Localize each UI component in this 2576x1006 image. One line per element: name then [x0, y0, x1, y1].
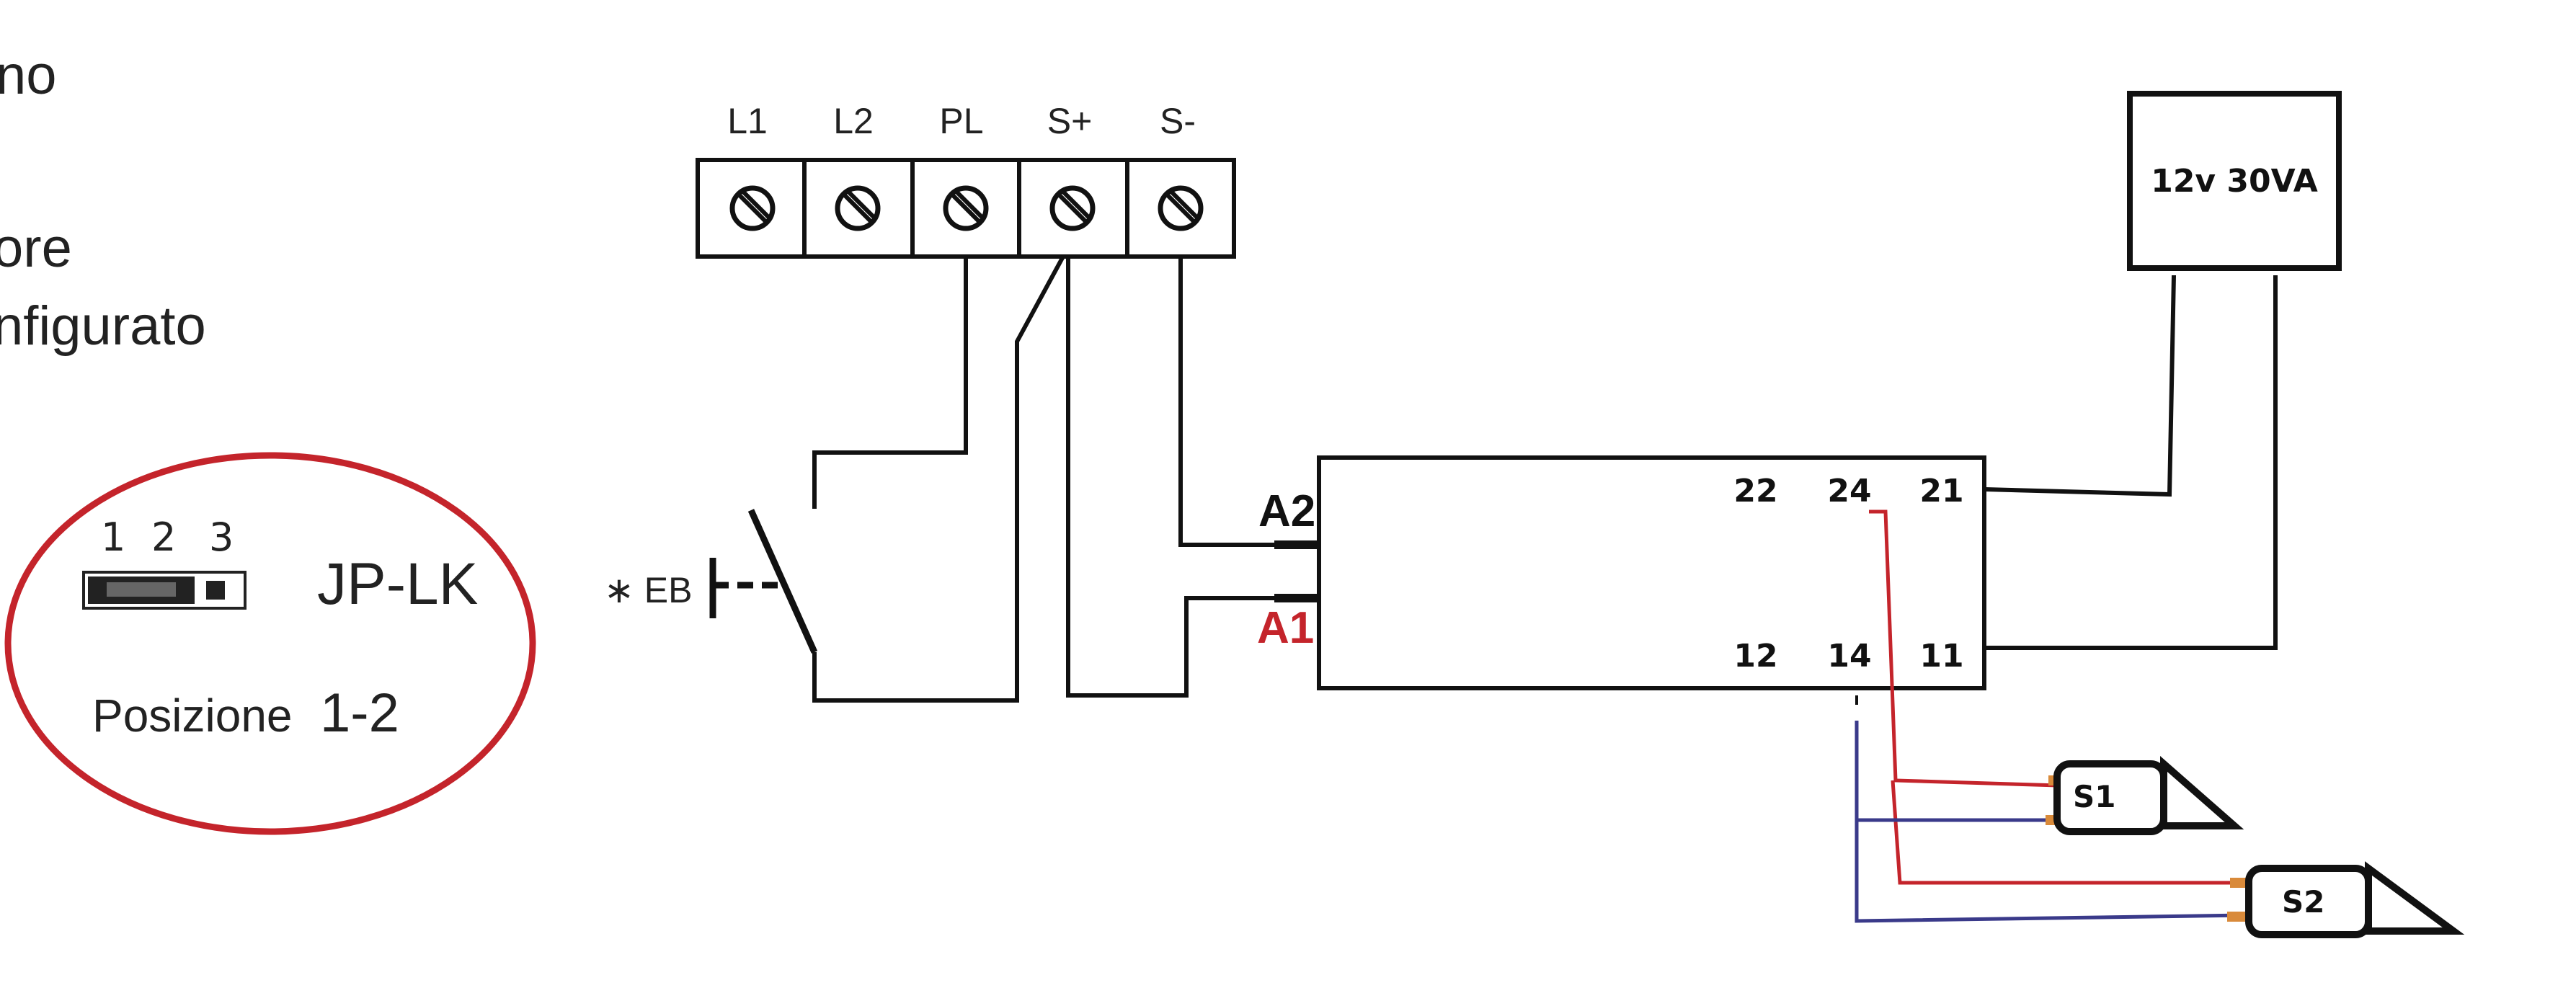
left-text-line-2: ore	[0, 218, 72, 279]
terminal-label-s-plus: S+	[1047, 101, 1093, 141]
sensor-s1: S1	[2046, 755, 2244, 835]
jumper-pin-2: 2	[151, 515, 176, 560]
switch-eb: ∗ EB	[604, 509, 818, 654]
transformer-label: 12v 30VA	[2151, 163, 2318, 200]
jumper-cap-highlight	[107, 582, 176, 597]
wire-s-minus-a2	[1178, 257, 1276, 547]
jumper-position-label: Posizione	[92, 690, 293, 742]
switch-contact-arm	[747, 509, 818, 654]
terminal-label-pl: PL	[939, 101, 983, 141]
screw-icon-pl	[943, 185, 989, 231]
jumper-position-value: 1-2	[320, 682, 399, 744]
relay: A2 A1 22 24 21 12 14 11	[1257, 455, 1986, 690]
relay-contact-12: 12	[1733, 638, 1777, 675]
screw-icon-s-minus	[1158, 185, 1204, 231]
terminal-block: L1 L2 PL S+ S-	[696, 101, 1236, 259]
terminal-label-s-minus: S-	[1160, 101, 1196, 141]
red-wires	[1869, 509, 2246, 885]
sensor-s1-tip	[2160, 755, 2244, 829]
left-text-line-1: no	[0, 45, 57, 106]
wire-14-s2	[1855, 721, 2247, 923]
wire-24-s1	[1869, 509, 2059, 788]
relay-contact-24: 24	[1827, 473, 1871, 509]
sensor-s1-label: S1	[2073, 779, 2115, 814]
relay-coil-a1: A1	[1257, 603, 1314, 653]
relay-contact-22: 22	[1733, 473, 1777, 509]
highlight-ellipse	[4, 452, 536, 835]
wire-transformer-2	[1984, 275, 2278, 650]
left-text: no ore nfigurato	[0, 45, 206, 357]
wire-24-s2	[1891, 780, 2246, 885]
terminal-label-l1: L1	[727, 101, 768, 141]
sensor-s2-tip	[2365, 861, 2465, 935]
relay-body	[1317, 455, 1986, 690]
jumper-name: JP-LK	[317, 551, 478, 617]
relay-contact-11: 11	[1919, 638, 1963, 675]
transformer-box	[2127, 91, 2342, 271]
jumper-pin-3-marker	[206, 581, 225, 600]
terminal-label-l2: L2	[833, 101, 874, 141]
relay-coil-a2: A2	[1258, 486, 1315, 536]
screw-icon-l2	[835, 185, 881, 231]
transformer: 12v 30VA	[2127, 91, 2342, 271]
screw-icon-l1	[729, 185, 776, 231]
screw-icon-s-plus	[1049, 185, 1096, 231]
relay-contact-21: 21	[1919, 473, 1963, 509]
jumper-callout: 1 2 3 JP-LK Posizione 1-2	[4, 452, 536, 835]
relay-contact-14: 14	[1827, 638, 1871, 675]
jumper-pin-1: 1	[101, 515, 125, 560]
jumper-pin-3: 3	[209, 515, 234, 560]
blue-wires	[1855, 695, 2247, 923]
wire-s-plus-switch	[812, 255, 1065, 703]
left-text-line-3: nfigurato	[0, 295, 206, 357]
switch-label: ∗ EB	[604, 570, 693, 610]
wire-pl	[812, 257, 968, 509]
wire-transformer-1	[1984, 275, 2176, 497]
wire-s-plus-a1	[1066, 257, 1276, 698]
sensor-s2: S2	[2227, 861, 2465, 938]
black-wires	[812, 255, 2278, 703]
sensor-s2-label: S2	[2282, 884, 2324, 920]
